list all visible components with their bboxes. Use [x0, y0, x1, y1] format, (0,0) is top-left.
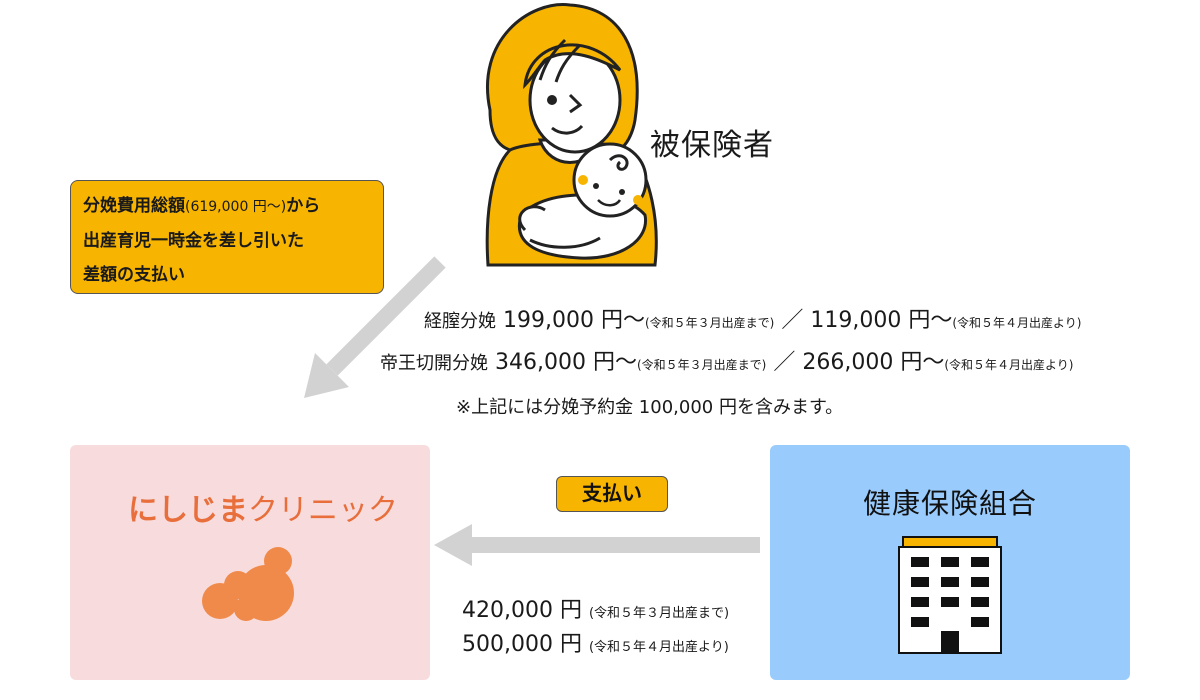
price-amount-before: 199,000 円〜: [503, 308, 645, 333]
difference-payment-note: 分娩費用総額(619,000 円〜)から 出産育児一時金を差し引いた 差額の支払…: [70, 180, 384, 294]
clinic-name-rest: クリニック: [248, 493, 398, 528]
note-line1-main: 分娩費用総額: [83, 196, 185, 216]
building-icon: [898, 536, 1002, 654]
delivery-type: 帝王切開分娩: [380, 353, 488, 374]
clinic-box: にしじまクリニック: [70, 445, 430, 680]
price-line-vaginal: 経膣分娩 199,000 円〜(令和５年３月出産まで) ／ 119,000 円〜…: [424, 302, 1140, 334]
price-separator: ／: [773, 350, 796, 375]
note-line-2: 出産育児一時金を差し引いた: [83, 231, 304, 251]
payment-tag: 支払い: [556, 476, 668, 512]
insured-label: 被保険者: [650, 128, 774, 163]
lump-sum-amount-after: 500,000 円 (令和５年４月出産より): [462, 626, 729, 658]
health-insurance-union-box: 健康保険組合: [770, 445, 1130, 680]
baby-illustration: [517, 142, 648, 260]
amount-note: (令和５年３月出産まで): [588, 606, 730, 621]
lump-sum-amount-before: 420,000 円 (令和５年３月出産まで): [462, 592, 729, 624]
arrow-union-to-clinic: [434, 524, 760, 566]
clinic-name: にしじまクリニック: [128, 485, 398, 529]
amount-note: (令和５年４月出産より): [588, 640, 729, 655]
price-amount-after: 119,000 円〜: [810, 308, 953, 333]
price-separator: ／: [781, 308, 804, 333]
note-line-3: 差額の支払い: [83, 265, 185, 285]
clinic-logo-icon: [202, 547, 294, 621]
note-line1-tail: から: [286, 196, 321, 216]
price-note-before: (令和５年３月出産まで): [636, 358, 767, 372]
amount-value: 500,000 円: [462, 632, 582, 657]
price-note-before: (令和５年３月出産まで): [644, 316, 775, 330]
clinic-name-bold: にしじま: [128, 493, 248, 528]
price-amount-before: 346,000 円〜: [495, 350, 637, 375]
price-amount-after: 266,000 円〜: [802, 350, 945, 375]
note-line-1: 分娩費用総額(619,000 円〜)から: [83, 189, 371, 224]
price-note-after: (令和５年４月出産より): [944, 358, 1074, 372]
price-line-cesarean: 帝王切開分娩 346,000 円〜(令和５年３月出産まで) ／ 266,000 …: [380, 344, 1140, 376]
delivery-type: 経膣分娩: [424, 311, 496, 332]
insured-mother-baby-illustration: [485, 3, 658, 267]
price-note-after: (令和５年４月出産より): [952, 316, 1082, 330]
deposit-remark: ※上記には分娩予約金 100,000 円を含みます。: [456, 397, 844, 418]
union-name: 健康保険組合: [862, 487, 1037, 520]
amount-value: 420,000 円: [462, 598, 582, 623]
note-line1-paren: (619,000 円〜): [185, 199, 287, 215]
